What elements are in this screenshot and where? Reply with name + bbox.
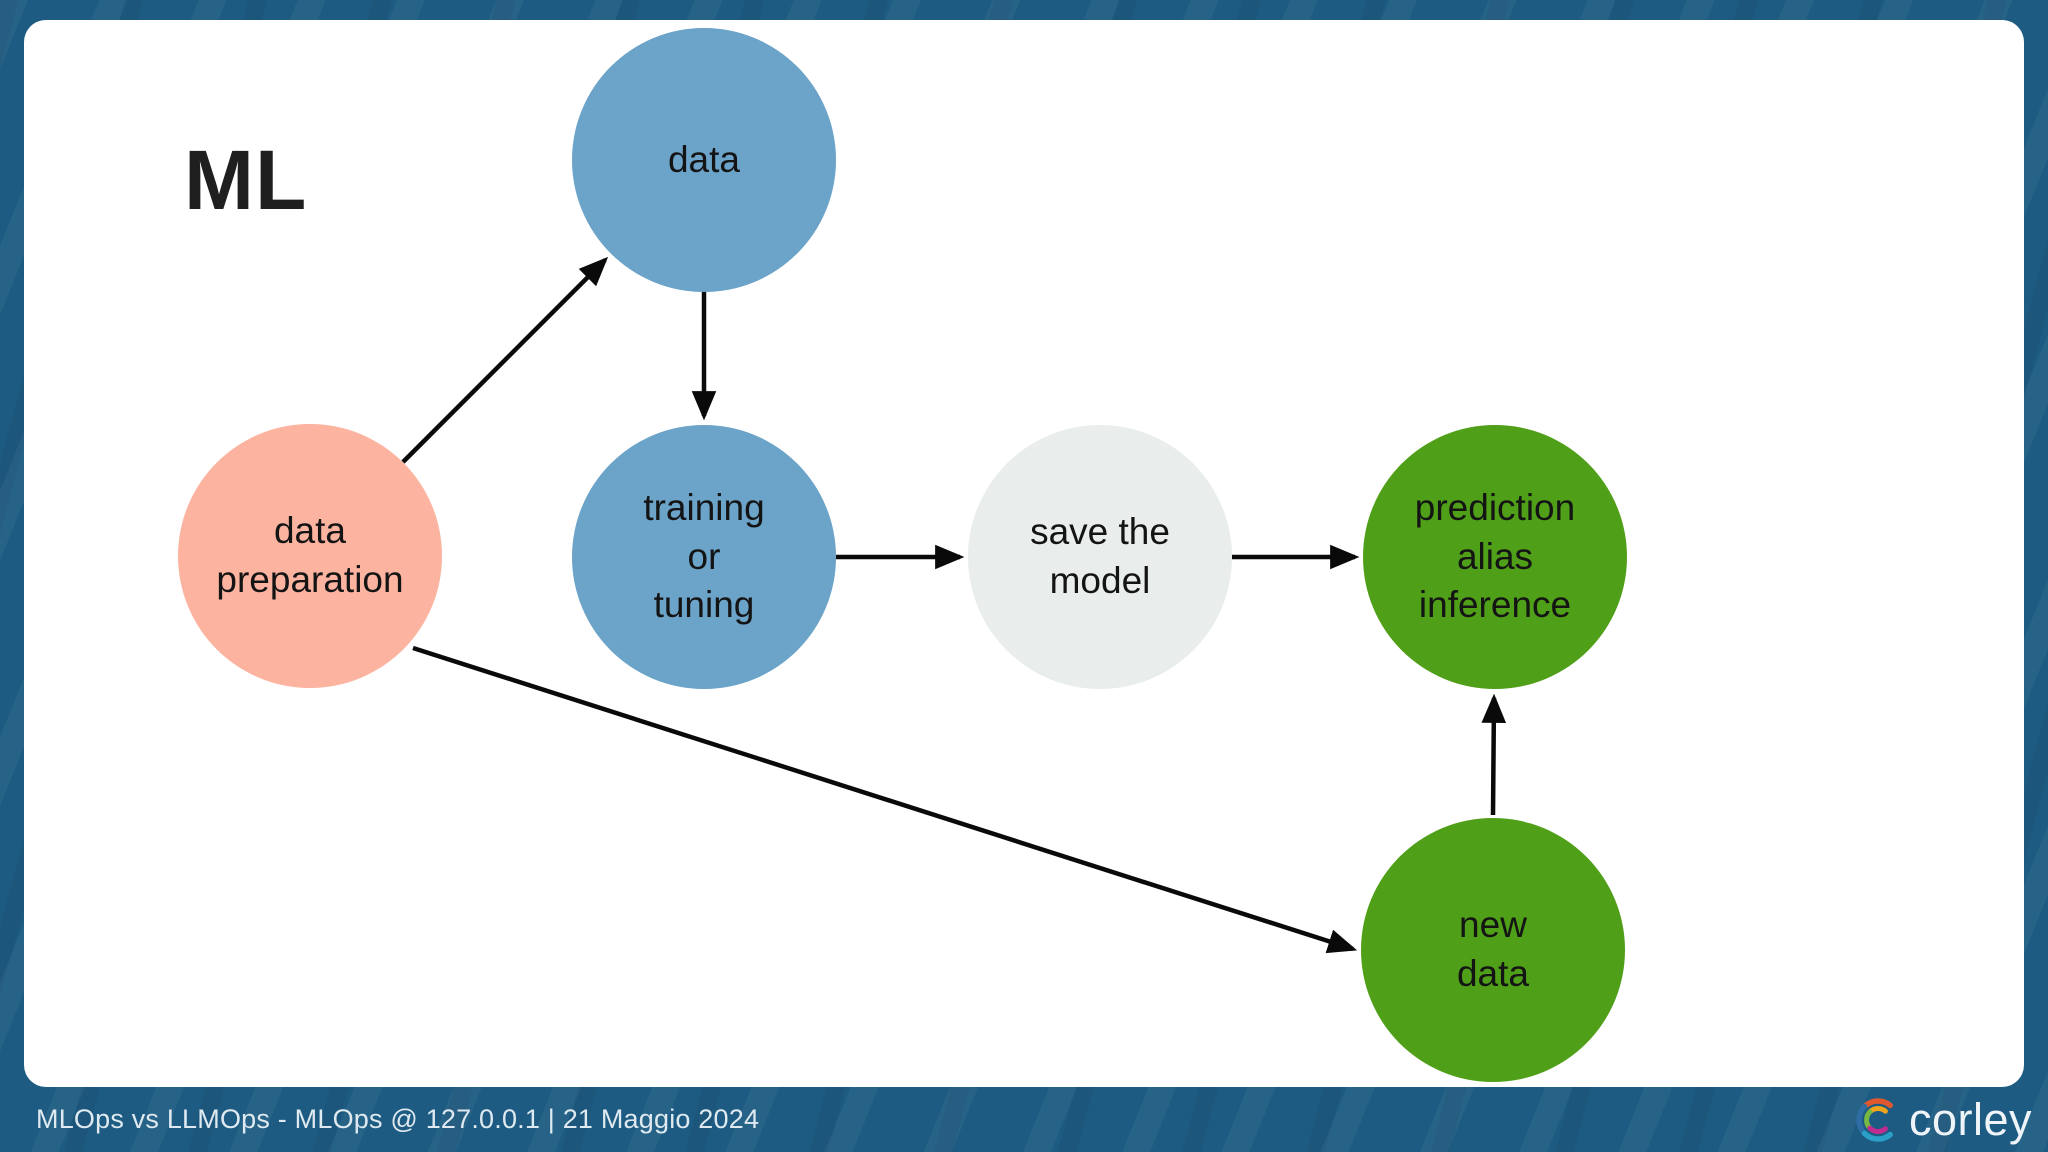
corley-logo-icon (1856, 1097, 1893, 1142)
edge-data-preparation-to-new-data (412, 645, 1358, 954)
node-data-preparation: data preparation (178, 424, 442, 688)
diagram-arrows-layer (401, 256, 1507, 954)
footer-bar: MLOps vs LLMOps - MLOps @ 127.0.0.1 | 21… (0, 1087, 2048, 1152)
node-new-data: new data (1361, 818, 1625, 1082)
footer-caption: MLOps vs LLMOps - MLOps @ 127.0.0.1 | 21… (36, 1104, 760, 1134)
edge-data-preparation-to-data (401, 256, 609, 464)
corley-logo-wordmark: corley (1908, 1093, 2032, 1145)
corley-logo: corley (1854, 1094, 2032, 1146)
node-save-the-model: save the model (968, 425, 1232, 689)
slide-title: ML (184, 133, 308, 227)
edge-new-data-to-prediction (1481, 693, 1507, 816)
slide-canvas: ML data data preparation training or tun… (24, 20, 2024, 1087)
node-training-or-tuning: training or tuning (572, 425, 836, 689)
node-prediction-alias-inference: prediction alias inference (1363, 425, 1627, 689)
node-data: data (572, 28, 836, 292)
